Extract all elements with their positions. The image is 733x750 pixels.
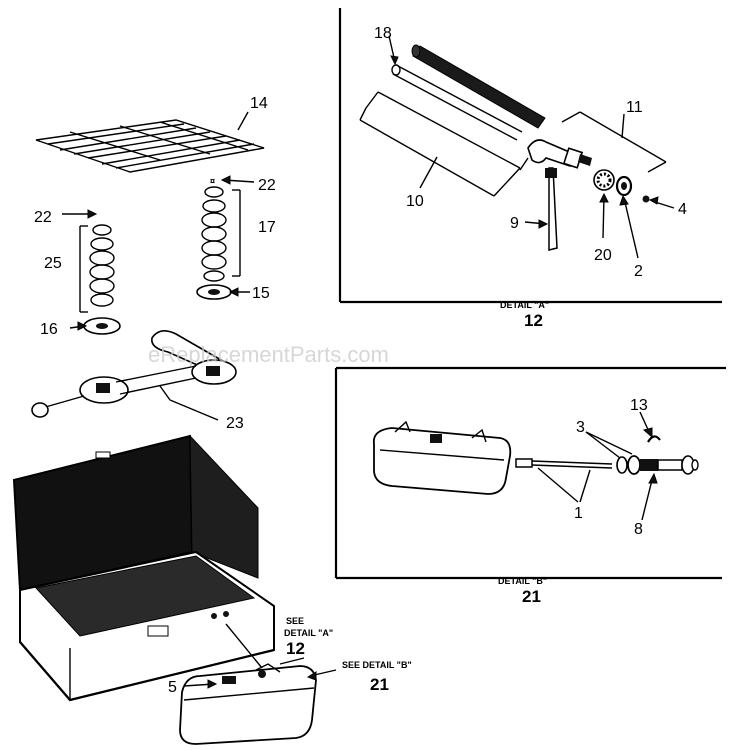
see-detail-a-number: 12 [286, 639, 305, 658]
callout-16: 16 [40, 321, 58, 338]
see-detail-a-line1: SEE [286, 616, 304, 626]
detail-b-frame [334, 366, 726, 580]
callout-9: 9 [510, 215, 519, 232]
svg-text:¤: ¤ [210, 176, 215, 186]
callout-5: 5 [168, 679, 177, 696]
watermark-text: eReplacementParts.com [148, 342, 389, 367]
callout-22-right: 22 [258, 177, 276, 194]
detail-a-frame [338, 8, 722, 304]
fuel-tank [372, 420, 512, 495]
part-14-grate [35, 111, 265, 173]
callout-11: 11 [626, 99, 643, 116]
callout-8: 8 [634, 521, 643, 538]
callout-1: 1 [574, 505, 583, 522]
see-detail-a-line2: DETAIL "A" [284, 628, 333, 638]
burner-right-stack: ¤ [196, 175, 255, 300]
bottom-fuel-tank [179, 657, 337, 745]
detail-a-number: 12 [524, 311, 543, 330]
part-18-tube [388, 35, 523, 141]
callout-18: 18 [374, 25, 392, 42]
detail-b-number: 21 [522, 587, 541, 606]
callout-14: 14 [250, 95, 268, 112]
stove-case [12, 434, 275, 702]
callout-15: 15 [252, 285, 270, 302]
pump-assembly [515, 411, 699, 521]
callout-25: 25 [44, 255, 62, 272]
detail-a-heading: DETAIL "A" [500, 300, 549, 310]
see-detail-b-number: 21 [370, 675, 389, 694]
callout-10: 10 [406, 193, 424, 210]
valve-assembly [519, 111, 675, 259]
part-23-burner-box [31, 330, 237, 421]
callout-23: 23 [226, 415, 244, 432]
callout-22-left: 22 [34, 209, 52, 226]
detail-b-heading: DETAIL "B" [498, 576, 547, 586]
part-10-generator [359, 44, 546, 197]
callout-4: 4 [678, 201, 687, 218]
callout-3: 3 [576, 419, 585, 436]
see-detail-b-line1: SEE DETAIL "B" [342, 660, 412, 670]
callout-17: 17 [258, 219, 276, 236]
callout-2: 2 [634, 263, 643, 280]
burner-left-stack [62, 209, 121, 335]
callout-20: 20 [594, 247, 612, 264]
callout-13: 13 [630, 397, 648, 414]
